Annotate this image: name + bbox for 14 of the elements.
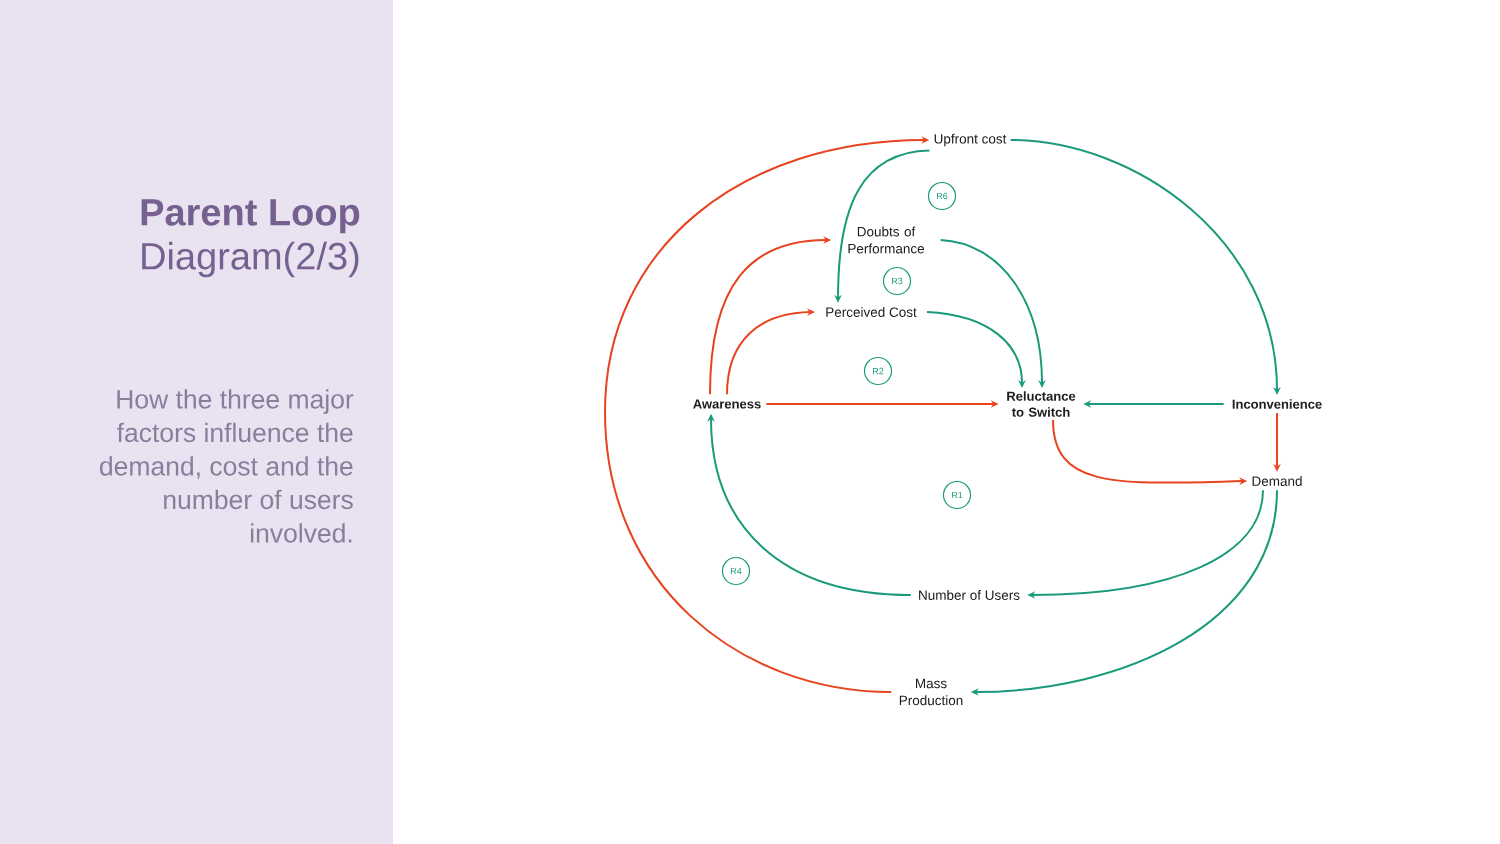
variable-label: Number of Users bbox=[919, 590, 1020, 600]
variable-label: Reluctance to Switch bbox=[1007, 391, 1076, 417]
variable-label: Demand bbox=[1252, 476, 1302, 486]
variable-label: Upfront cost bbox=[934, 133, 1007, 147]
variable-label: Inconvenience bbox=[1232, 399, 1322, 409]
variable-label: Mass Production bbox=[899, 678, 963, 706]
variable-label: Doubts of Performance bbox=[848, 226, 925, 254]
variable-label: Perceived Cost bbox=[826, 307, 917, 317]
variable-label: Awareness bbox=[693, 399, 761, 409]
caption: How the three major factors influence the demand, cost and the number of users involved. bbox=[100, 389, 354, 543]
title: Parent Loop Diagram(2/3) bbox=[141, 199, 360, 278]
arrow bbox=[1009, 139, 1281, 395]
arrow bbox=[926, 311, 1026, 388]
arrow bbox=[939, 239, 1046, 388]
